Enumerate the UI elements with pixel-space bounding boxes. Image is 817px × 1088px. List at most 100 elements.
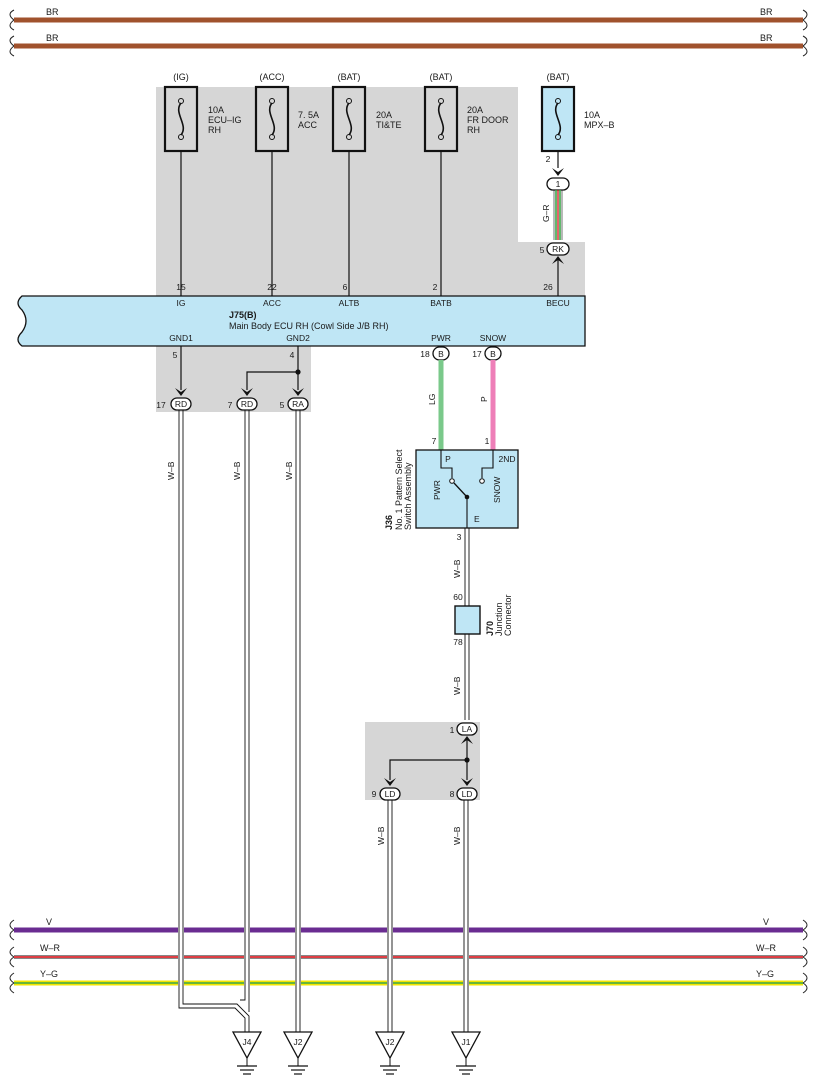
switch-name: No. 1 Pattern Select bbox=[394, 449, 404, 530]
fuse-name: MPX–B bbox=[584, 120, 615, 130]
wire-color-label: W–B bbox=[232, 461, 242, 480]
junction-code: J70 bbox=[485, 621, 495, 636]
pin-number: 4 bbox=[290, 350, 295, 360]
fuse-mpx-b: (BAT) 10A MPX–B bbox=[540, 72, 615, 153]
connector-label: B bbox=[490, 349, 496, 359]
pin-label: BATB bbox=[430, 298, 452, 308]
pin-label: PWR bbox=[431, 333, 451, 343]
bus-br-top-2: BR BR bbox=[9, 33, 808, 57]
wire-color-label: W–B bbox=[376, 826, 386, 845]
bus-label-right: BR bbox=[760, 33, 773, 43]
pin-number: 5 bbox=[280, 400, 285, 410]
pattern-switch-wiring: 18 B 17 B LG P 7 1 bbox=[420, 346, 502, 450]
ground-j2-second: J2 bbox=[374, 1031, 406, 1075]
bus-label-left: BR bbox=[46, 7, 59, 17]
pin-number: 2 bbox=[433, 282, 438, 292]
switch-position-label: PWR bbox=[432, 480, 442, 500]
connector-label: RK bbox=[552, 244, 564, 254]
fuse-wires bbox=[180, 151, 442, 296]
wire-color-label: W–B bbox=[166, 461, 176, 480]
pin-number: 17 bbox=[472, 349, 482, 359]
switch-code: J36 bbox=[384, 515, 394, 530]
pin-number: 3 bbox=[457, 532, 462, 542]
junction-name-2: Connector bbox=[503, 594, 513, 636]
connector-label: RD bbox=[175, 399, 187, 409]
fuse-rating: 10A bbox=[584, 110, 600, 120]
fuse-name-2: RH bbox=[208, 125, 221, 135]
connector-label: LD bbox=[462, 789, 473, 799]
fuse-ecu-ig: (IG) 10A ECU–IG RH bbox=[163, 72, 242, 153]
pin-number: 7 bbox=[228, 400, 233, 410]
switch-ground-wire bbox=[464, 528, 470, 720]
pin-number: 60 bbox=[453, 592, 463, 602]
connector-label: RA bbox=[292, 399, 304, 409]
bus-y-g: Y–G Y–G bbox=[9, 969, 808, 994]
ground-j2: J2 bbox=[282, 1031, 314, 1075]
connector-label: 1 bbox=[556, 179, 561, 189]
pin-label: BECU bbox=[546, 298, 570, 308]
la-ld-splice: 1 LA 9 LD 8 LD bbox=[372, 722, 478, 801]
fuse-rating: 20A bbox=[467, 105, 483, 115]
fuse-name: ECU–IG bbox=[208, 115, 242, 125]
pin-label: IG bbox=[177, 298, 186, 308]
bus-label-left: W–R bbox=[40, 943, 61, 953]
switch-position-label: SNOW bbox=[492, 477, 502, 503]
fuse-rating: 7. 5A bbox=[298, 110, 319, 120]
pin-number: 6 bbox=[343, 282, 348, 292]
pin-number: 26 bbox=[543, 282, 553, 292]
pin-number: 1 bbox=[450, 725, 455, 735]
fuse-rating: 10A bbox=[208, 105, 224, 115]
ground-label: J2 bbox=[294, 1037, 303, 1047]
pin-number: 9 bbox=[372, 789, 377, 799]
pin-number: 78 bbox=[453, 637, 463, 647]
pin-number: 17 bbox=[156, 400, 166, 410]
bus-label-left: V bbox=[46, 917, 52, 927]
fuse-name-2: RH bbox=[467, 125, 480, 135]
junction-name: Junction bbox=[494, 602, 504, 636]
fuse-source: (BAT) bbox=[547, 72, 570, 82]
connector-label: RD bbox=[241, 399, 253, 409]
wire-color-label: LG bbox=[427, 394, 437, 405]
pin-number: 2 bbox=[546, 154, 551, 164]
fuse-name: ACC bbox=[298, 120, 318, 130]
pin-label: ALTB bbox=[339, 298, 360, 308]
switch-terminal-label: P bbox=[445, 454, 451, 464]
junction-connector: 60 78 J70 Junction Connector bbox=[453, 592, 513, 647]
wire-color-label: W–B bbox=[452, 676, 462, 695]
bus-label-left: BR bbox=[46, 33, 59, 43]
wire-color-label: W–B bbox=[452, 559, 462, 578]
pin-label: ACC bbox=[263, 298, 281, 308]
bus-label-right: W–R bbox=[756, 943, 777, 953]
ground-j4: J4 bbox=[231, 1031, 263, 1075]
ecu-ground-wiring: 5 4 17 RD 7 RD 5 RA bbox=[156, 346, 309, 411]
pin-number: 5 bbox=[540, 245, 545, 255]
fuse-source: (BAT) bbox=[430, 72, 453, 82]
connector-label: LA bbox=[462, 724, 473, 734]
pin-number: 5 bbox=[173, 350, 178, 360]
bus-label-right: Y–G bbox=[756, 969, 774, 979]
ground-label: J2 bbox=[386, 1037, 395, 1047]
switch-name-2: Switch Assembly bbox=[403, 462, 413, 530]
connector-label: B bbox=[438, 349, 444, 359]
pin-label: SNOW bbox=[480, 333, 506, 343]
fuse-name: TI&TE bbox=[376, 120, 402, 130]
pin-number: 1 bbox=[485, 436, 490, 446]
bus-label-left: Y–G bbox=[40, 969, 58, 979]
switch-terminal-label: E bbox=[474, 514, 480, 524]
switch-terminal-label: 2ND bbox=[498, 454, 515, 464]
connector-label: LD bbox=[385, 789, 396, 799]
ground-label: J1 bbox=[462, 1037, 471, 1047]
fuse-fr-door-rh: (BAT) 20A FR DOOR RH bbox=[423, 72, 509, 153]
pin-number: 18 bbox=[420, 349, 430, 359]
fuse-source: (ACC) bbox=[260, 72, 285, 82]
pin-label: GND2 bbox=[286, 333, 310, 343]
pin-label: GND1 bbox=[169, 333, 193, 343]
ecu-main-body: 15 22 6 2 26 IG ACC ALTB BATB BECU J75(B… bbox=[17, 282, 586, 347]
mpx-connection: 2 1 G–R 5 RK bbox=[540, 151, 570, 296]
bus-w-r: W–R W–R bbox=[9, 943, 808, 968]
fuse-source: (BAT) bbox=[338, 72, 361, 82]
wire-color-label: W–B bbox=[452, 826, 462, 845]
pin-number: 8 bbox=[450, 789, 455, 799]
wb-ground-wires-over bbox=[178, 915, 469, 998]
